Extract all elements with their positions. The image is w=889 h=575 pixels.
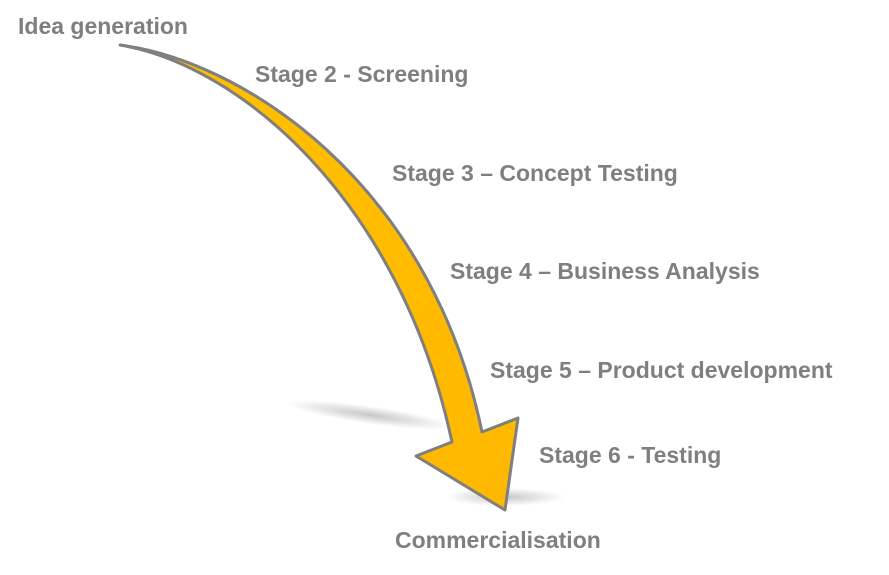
stage-label-product-development: Stage 5 – Product development [490, 357, 833, 383]
stage-label-idea-generation: Idea generation [18, 13, 188, 39]
stage-label-screening: Stage 2 - Screening [255, 61, 469, 87]
stage-label-commercialisation: Commercialisation [395, 527, 601, 553]
curved-arrow-shape [118, 43, 520, 512]
stage-label-concept-testing: Stage 3 – Concept Testing [392, 160, 678, 186]
arrow-shadow [285, 400, 455, 430]
stage-label-business-analysis: Stage 4 – Business Analysis [450, 258, 760, 284]
stage-label-testing: Stage 6 - Testing [539, 442, 722, 468]
